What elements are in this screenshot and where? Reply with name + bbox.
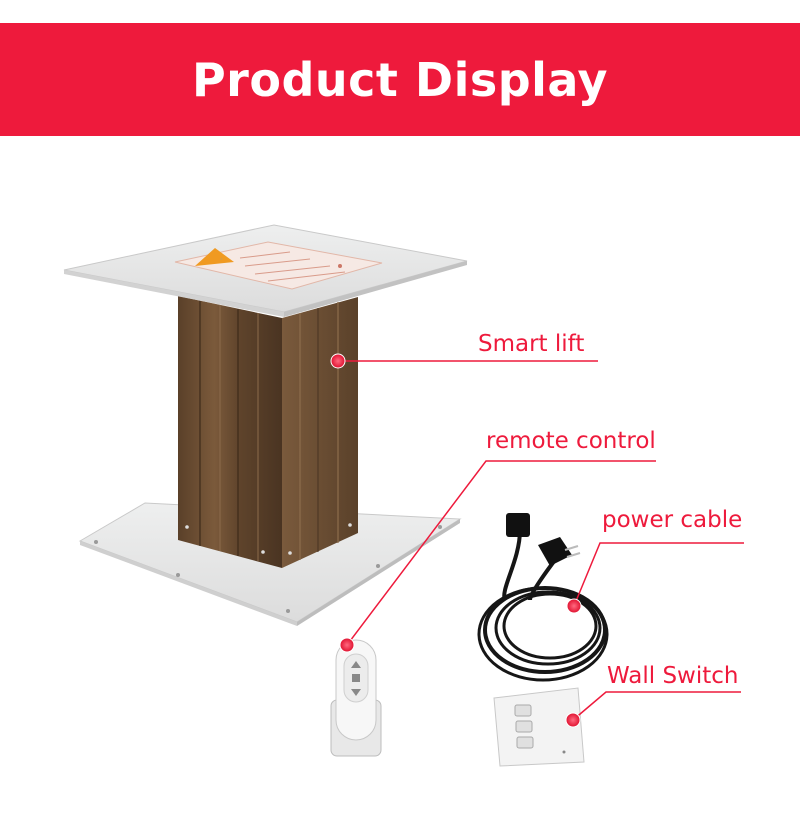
banner-title: Product Display xyxy=(191,52,609,107)
wall-switch-device xyxy=(493,687,585,767)
callout-power-cable-leader xyxy=(566,542,744,614)
title-banner: Product Display xyxy=(0,23,800,136)
top-plate: · xyxy=(63,224,468,317)
svg-text:·: · xyxy=(220,255,223,264)
callout-label-power-cable: power cable xyxy=(602,507,743,533)
power-cable-device xyxy=(477,513,609,682)
callout-wall-switch-leader xyxy=(565,691,741,728)
callout-label-wall-switch: Wall Switch xyxy=(607,663,739,689)
remote-control-device xyxy=(330,639,382,757)
callout-remote-leader xyxy=(339,460,656,653)
callout-label-remote-control: remote control xyxy=(486,428,656,454)
callout-label-smart-lift: Smart lift xyxy=(478,331,585,357)
lift-column xyxy=(178,296,358,568)
callout-smart-lift-leader xyxy=(330,353,598,369)
